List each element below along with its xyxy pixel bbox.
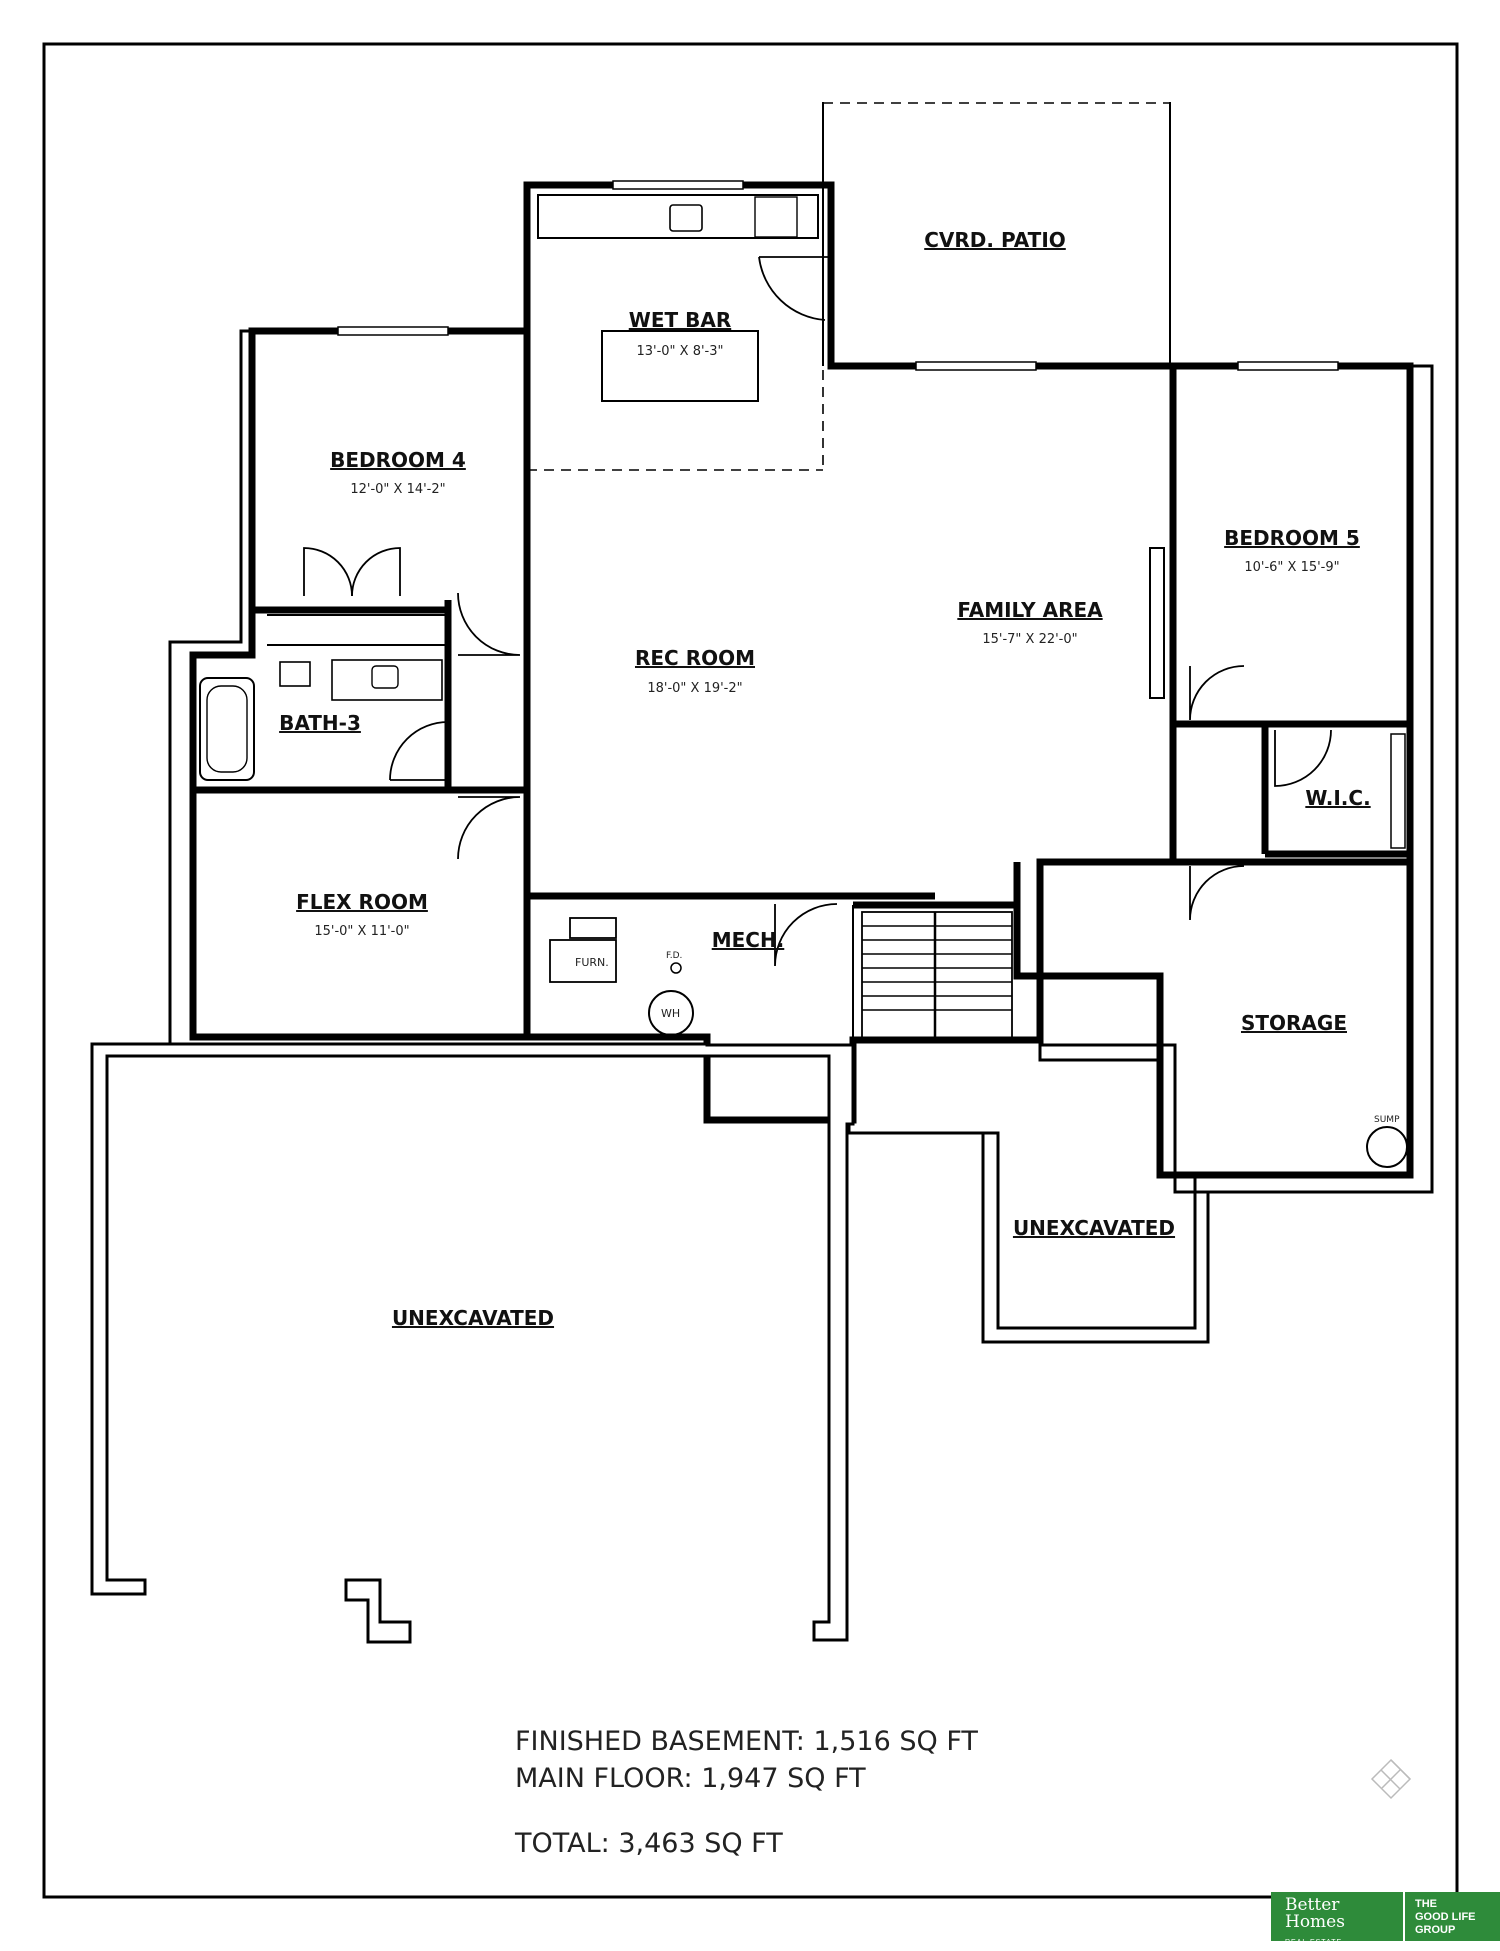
- room-dims-rec-room: 18'-0" X 19'-2": [647, 681, 742, 696]
- room-dims-family-area: 15'-7" X 22'-0": [982, 632, 1077, 647]
- bathtub-inner: [206, 685, 248, 773]
- page-border: [42, 42, 1459, 1899]
- room-dims-bedroom5: 10'-6" X 15'-9": [1244, 560, 1339, 575]
- door-swings: [303, 256, 1332, 967]
- storage-walls: [1013, 862, 1414, 1179]
- logo-brand-tag: REAL ESTATE: [1285, 1939, 1343, 1946]
- room-label-mech: MECH.: [712, 928, 785, 952]
- wet-bar-island: [601, 330, 759, 402]
- water-heater-icon: [648, 990, 694, 1036]
- main-exterior-wall: [189, 181, 1414, 1124]
- logo-group-line2: GOOD LIFE: [1415, 1911, 1476, 1923]
- room-label-bath3: BATH-3: [279, 711, 361, 735]
- furnace-icon: [549, 939, 617, 983]
- better-homes-logo: Better Homes REAL ESTATE: [1271, 1892, 1405, 1946]
- room-label-storage: STORAGE: [1241, 1011, 1347, 1035]
- floor-drain-icon: [670, 962, 682, 974]
- interior-walls: [193, 331, 1410, 1037]
- room-label-wic: W.I.C.: [1305, 786, 1370, 810]
- toilet: [279, 661, 311, 687]
- unexcavated-small-foundation: [981, 1043, 1210, 1344]
- room-dims-bedroom4: 12'-0" X 14'-2": [350, 482, 445, 497]
- bathtub: [199, 677, 255, 781]
- sump-label: SUMP: [1374, 1115, 1400, 1125]
- main-floor-sqft: MAIN FLOOR: 1,947 SQ FT: [515, 1763, 866, 1794]
- water-heater-label: WH: [661, 1007, 680, 1020]
- room-label-rec-room: REC ROOM: [635, 646, 755, 670]
- unexcavated-large-foundation: [90, 1042, 855, 1642]
- room-label-bedroom5: BEDROOM 5: [1224, 526, 1360, 550]
- room-label-wet-bar: WET BAR: [629, 308, 731, 332]
- watermark-diamond: [1370, 1758, 1412, 1800]
- windows: [337, 180, 1406, 849]
- furnace-unit: [569, 917, 617, 939]
- good-life-group-logo: THE GOOD LIFE GROUP: [1405, 1892, 1476, 1941]
- floor-drain-label: F.D.: [666, 951, 682, 961]
- room-dims-wet-bar: 13'-0" X 8'-3": [636, 344, 723, 359]
- wet-bar-boundary: [527, 370, 824, 471]
- covered-patio-outline: [822, 102, 1171, 366]
- brokerage-logo: Better Homes REAL ESTATE THE GOOD LIFE G…: [1271, 1892, 1500, 1946]
- vanity-sink: [371, 665, 399, 689]
- room-label-flex-room: FLEX ROOM: [296, 890, 428, 914]
- room-label-unexcavated-large: UNEXCAVATED: [392, 1306, 554, 1330]
- wet-bar-fridge: [754, 196, 798, 238]
- stairs: [861, 911, 1013, 1041]
- logo-group-line1: THE: [1415, 1898, 1437, 1910]
- finished-basement-sqft: FINISHED BASEMENT: 1,516 SQ FT: [515, 1726, 978, 1757]
- foundation-step-notch: [344, 1578, 412, 1644]
- room-label-cvrd-patio: CVRD. PATIO: [924, 228, 1066, 252]
- wet-bar-counter: [537, 194, 819, 239]
- furnace-label: FURN.: [575, 956, 609, 969]
- logo-group-line3: GROUP: [1415, 1924, 1456, 1936]
- logo-brand-line2: Homes: [1285, 1912, 1345, 1932]
- total-sqft: TOTAL: 3,463 SQ FT: [514, 1828, 783, 1859]
- sump-pit-icon: [1366, 1126, 1408, 1168]
- room-label-bedroom4: BEDROOM 4: [330, 448, 466, 472]
- room-label-unexcavated-small: UNEXCAVATED: [1013, 1216, 1175, 1240]
- room-dims-flex-room: 15'-0" X 11'-0": [314, 924, 409, 939]
- foundation-wall-left: [168, 329, 252, 1044]
- logo-brand-line1: Better: [1285, 1895, 1340, 1915]
- vanity: [331, 659, 443, 701]
- room-label-family-area: FAMILY AREA: [957, 598, 1103, 622]
- wet-bar-sink: [669, 204, 703, 232]
